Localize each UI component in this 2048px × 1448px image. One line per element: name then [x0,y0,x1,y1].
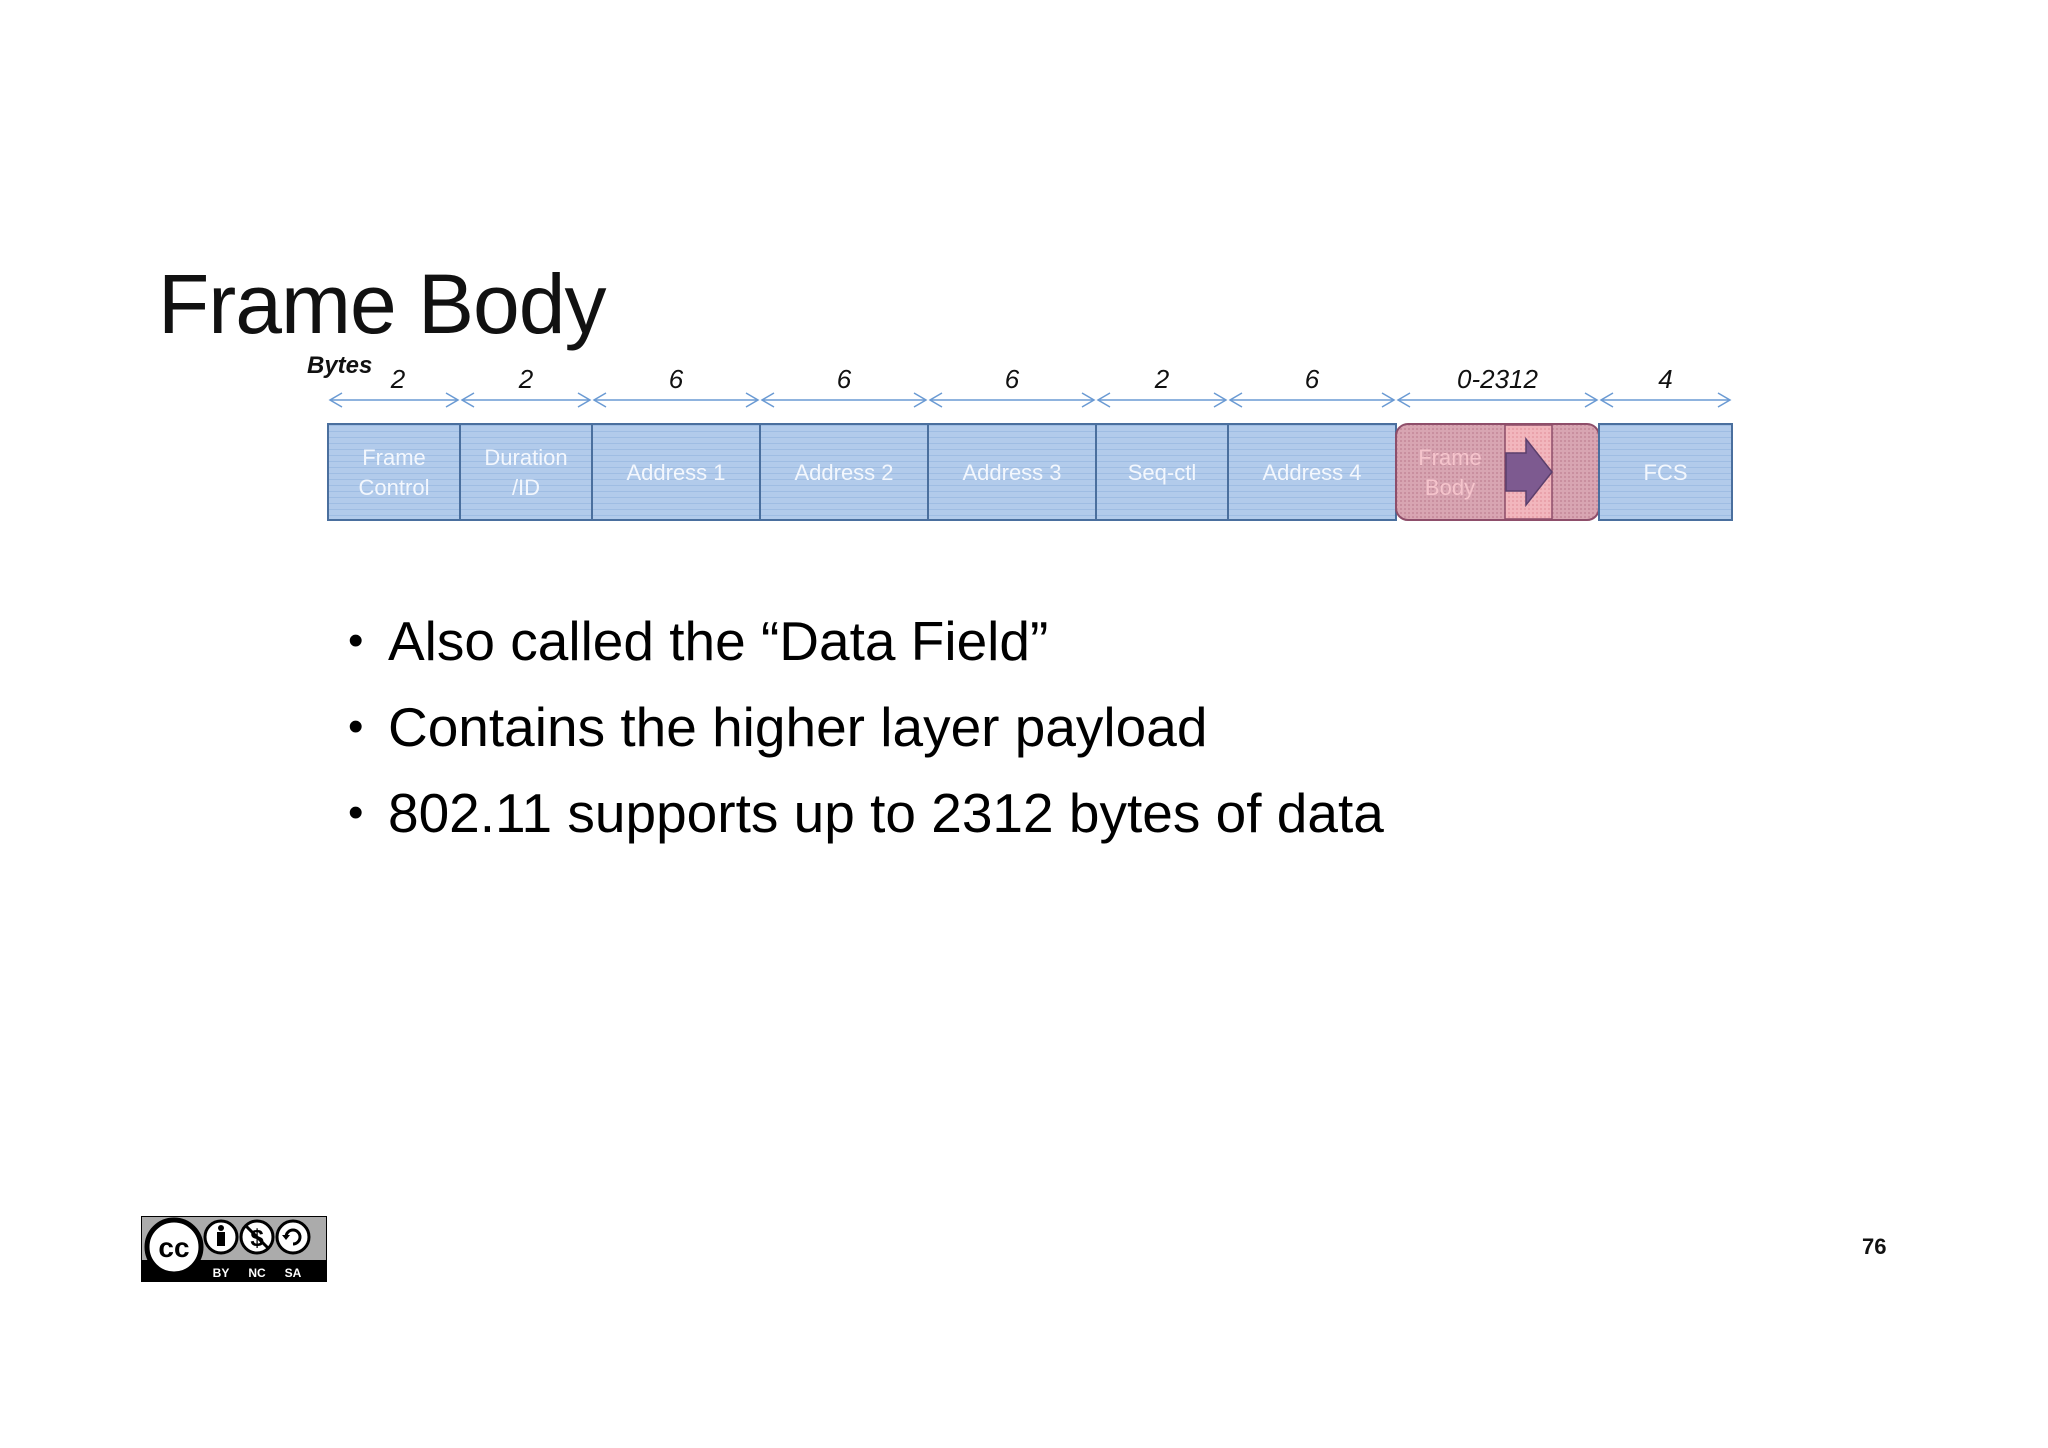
sa-badge-text: SA [285,1266,302,1280]
field-label: Frame [362,445,426,470]
by-badge-text: BY [213,1266,230,1280]
field-label: Control [359,475,430,500]
field-label: Body [1425,475,1475,500]
field-box-address-3 [927,423,1097,521]
dimension-arrowhead-right [1381,392,1396,408]
creative-commons-license-logo[interactable]: cc $ BY NC SA [141,1216,327,1282]
field-size-label: 0-2312 [1457,364,1538,394]
field-label: Address 1 [626,460,725,485]
field-size-label: 2 [518,364,534,394]
bullet-text: Contains the higher layer payload [388,696,1208,758]
field-size-label: 6 [1005,364,1020,394]
dimension-arrowhead-right [1584,392,1599,408]
dimension-arrowhead-left [760,392,775,408]
cc-icon [144,1217,204,1277]
slide-title: Frame Body [158,257,606,351]
dimension-arrowhead-right [1717,392,1732,408]
field-size-label: 4 [1658,364,1672,394]
bullet-marker: • [348,616,364,665]
field-label: Address 3 [962,460,1061,485]
cc-icon-text: cc [158,1232,189,1263]
field-box-address-1 [591,423,761,521]
bullet-marker: • [348,702,364,751]
bullet-marker: • [348,788,364,837]
field-label: /ID [512,475,540,500]
bullet-text: Also called the “Data Field” [388,610,1049,672]
bullet-list: • Also called the “Data Field” • Contains … [348,606,1384,864]
dimension-arrowhead-right [913,392,928,408]
dimension-arrowhead-left [328,392,343,408]
field-box-duration-id [459,423,593,521]
dimension-arrowhead-right [445,392,460,408]
dimension-arrowhead-right [745,392,760,408]
dimension-arrowhead-left [460,392,475,408]
attribution-icon [203,1219,239,1255]
bytes-label: Bytes [307,352,373,379]
right-arrow-icon [1505,436,1553,508]
dimension-arrowhead-right [577,392,592,408]
field-box-fcs [1598,423,1733,521]
field-box-frame-control [327,423,461,521]
field-size-label: 2 [1154,364,1170,394]
field-size-label: 2 [390,364,406,394]
field-size-label: 6 [1305,364,1320,394]
field-label: FCS [1644,460,1688,485]
field-label: Duration [484,445,567,470]
dimension-arrowhead-left [592,392,607,408]
field-label: Address 4 [1262,460,1361,485]
dimension-arrowhead-left [1096,392,1111,408]
bullet-item: • Also called the “Data Field” [348,606,1384,692]
field-size-label: 6 [837,364,852,394]
bullet-text: 802.11 supports up to 2312 bytes of data [388,782,1384,844]
field-label: Frame [1418,445,1482,470]
dimension-arrowhead-left [928,392,943,408]
dimension-arrowhead-left [1228,392,1243,408]
field-label: Address 2 [794,460,893,485]
field-size-label: 6 [669,364,684,394]
dimension-arrowhead-left [1599,392,1614,408]
field-label: Seq-ctl [1128,460,1196,485]
bullet-item: • Contains the higher layer payload [348,692,1384,778]
dimension-arrowhead-left [1396,392,1411,408]
sharealike-icon [275,1219,311,1255]
field-box-frame-body [1395,423,1600,521]
dimension-arrowhead-right [1081,392,1096,408]
noncommercial-icon: $ [239,1219,275,1255]
bullet-item: • 802.11 supports up to 2312 bytes of dat… [348,778,1384,864]
nc-badge-text: NC [248,1266,266,1280]
field-box-seq-ctl [1095,423,1229,521]
page-number: 76 [1862,1234,1887,1259]
dimension-arrowhead-right [1213,392,1228,408]
